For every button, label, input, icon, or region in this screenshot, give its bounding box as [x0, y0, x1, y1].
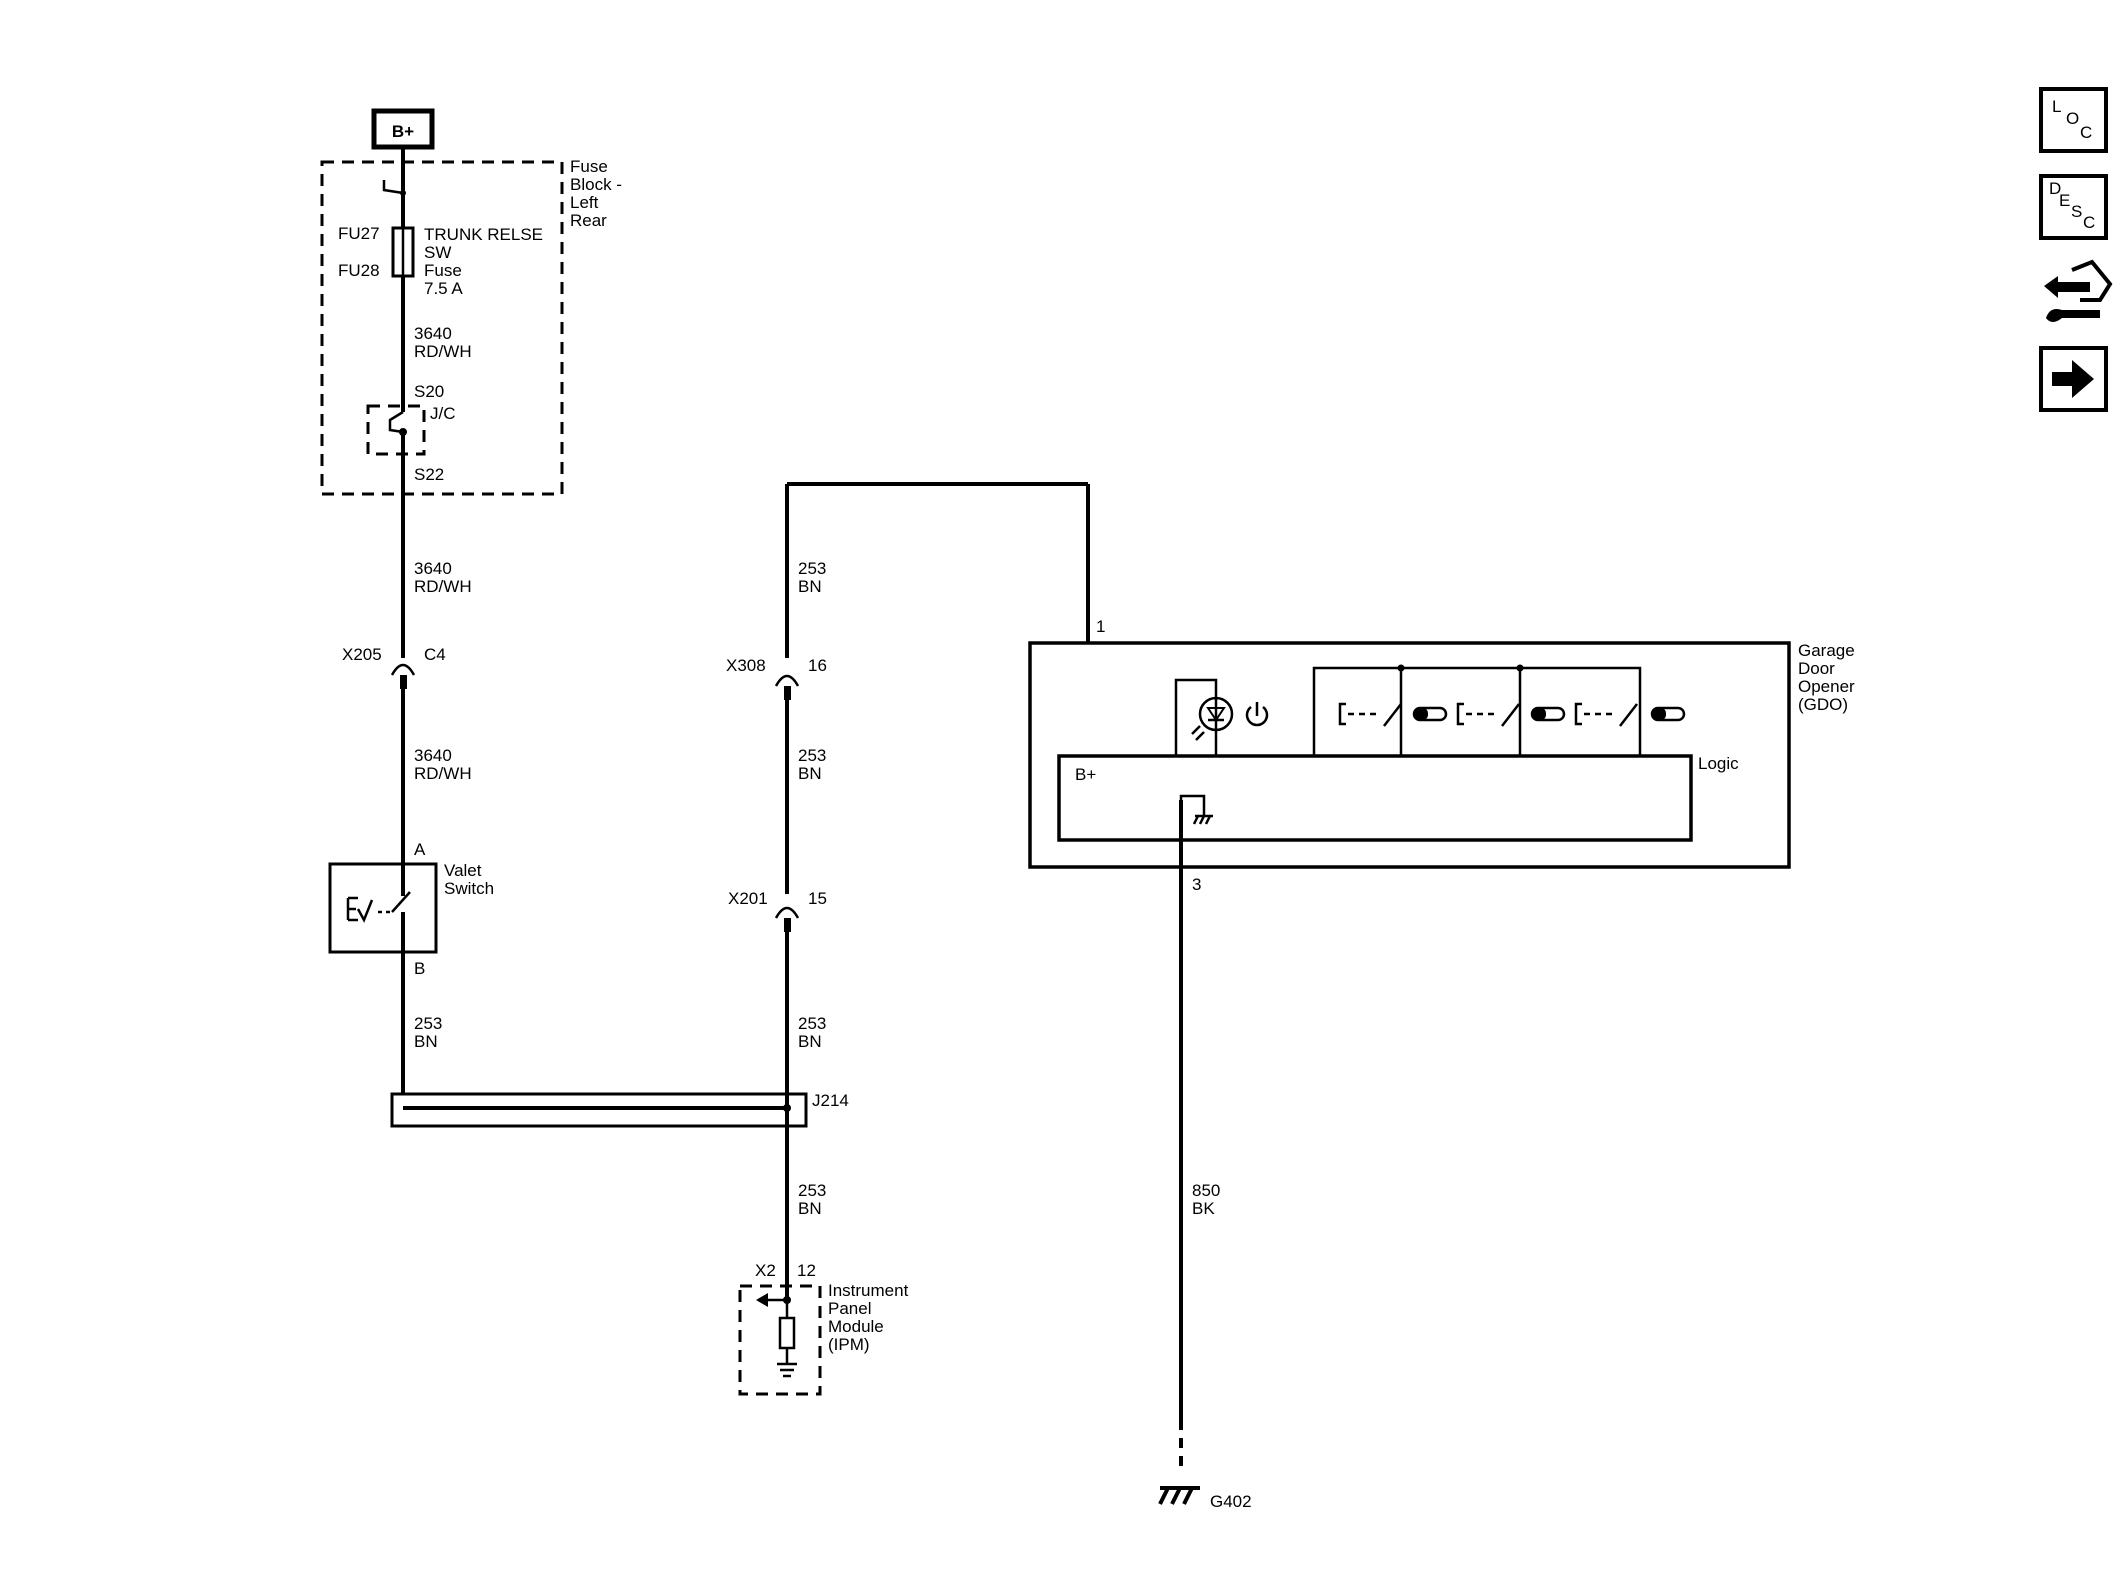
- g402-label: G402: [1210, 1492, 1252, 1511]
- fuse-id-top: FU27: [338, 224, 380, 243]
- wire-253-label-a: 253 BN: [414, 1014, 447, 1051]
- svg-text:D: D: [2049, 179, 2061, 198]
- x2-pin-label: 12: [797, 1261, 816, 1280]
- j214-label: J214: [812, 1091, 849, 1110]
- splice-top-label: S20: [414, 382, 444, 401]
- gdo-b-plus-label: B+: [1075, 765, 1096, 784]
- valet-pin-a-label: A: [414, 840, 426, 859]
- indicator-led: [1174, 678, 1218, 756]
- x201-connector-symbol: [774, 906, 800, 919]
- x205-pin-label: C4: [424, 645, 446, 664]
- ipm-resistor: [778, 1316, 796, 1350]
- valet-switch-label: Valet Switch: [444, 861, 494, 898]
- gdo-button-1: [1338, 664, 1448, 756]
- ipm-module-outline: [738, 1284, 822, 1396]
- wire-3640-label-a: 3640 RD/WH: [414, 324, 472, 361]
- wire-253-label-b: 253 BN: [798, 559, 831, 596]
- gdo-button-2: [1456, 664, 1566, 756]
- valet-switch: [328, 862, 438, 954]
- wire-253-label-e: 253 BN: [798, 1181, 831, 1218]
- svg-text:S: S: [2071, 202, 2082, 221]
- splice-bottom-label: S22: [414, 465, 444, 484]
- svg-text:O: O: [2066, 109, 2079, 128]
- splice-jc-label: J/C: [430, 404, 456, 423]
- wire-3640-label-b: 3640 RD/WH: [414, 559, 472, 596]
- gdo-buttons-bus: [1312, 666, 1642, 756]
- power-icon: [1245, 702, 1269, 727]
- svg-text:E: E: [2059, 191, 2070, 210]
- x205-connector-symbol: [390, 663, 416, 676]
- gdo-logic-label: Logic: [1698, 754, 1739, 773]
- svg-text:L: L: [2052, 97, 2061, 116]
- x201-label: X201: [728, 889, 768, 908]
- wire-253-label-d: 253 BN: [798, 1014, 831, 1051]
- wire-3640-label-c: 3640 RD/WH: [414, 746, 472, 783]
- valet-pin-b-label: B: [414, 959, 425, 978]
- wire-850-label: 850 BK: [1192, 1181, 1225, 1218]
- gdo-pin-3-label: 3: [1192, 875, 1201, 894]
- x308-pin-label: 16: [808, 656, 827, 675]
- gdo-pin-1-label: 1: [1096, 617, 1105, 636]
- next-arrow-icon[interactable]: [2039, 346, 2108, 412]
- x201-pin-label: 15: [808, 889, 827, 908]
- connector-tool-icon[interactable]: [2044, 259, 2113, 322]
- fuse-block-outline: [320, 160, 564, 496]
- gdo-button-3: [1574, 702, 1686, 727]
- wire-253-label-c: 253 BN: [798, 746, 831, 783]
- b-plus-label: B+: [392, 122, 414, 141]
- fuse-block-label: Fuse Block - Left Rear: [570, 157, 627, 230]
- location-icon[interactable]: L O C: [2039, 87, 2108, 153]
- svg-text:C: C: [2083, 213, 2095, 232]
- gdo-logic-box: [1057, 754, 1693, 842]
- svg-text:C: C: [2080, 123, 2092, 142]
- x2-label: X2: [755, 1261, 776, 1280]
- x205-label: X205: [342, 645, 382, 664]
- fuse-id-bottom: FU28: [338, 261, 380, 280]
- junction-connector: [366, 404, 426, 456]
- ipm-label: Instrument Panel Module (IPM): [828, 1281, 913, 1354]
- description-icon[interactable]: D E S C: [2039, 174, 2108, 240]
- gdo-label: Garage Door Opener (GDO): [1798, 641, 1859, 714]
- x308-label: X308: [726, 656, 766, 675]
- ground-g402-symbol: [1158, 1486, 1200, 1505]
- x308-connector-symbol: [774, 674, 800, 687]
- fuse-label: TRUNK RELSE SW Fuse 7.5 A: [424, 225, 548, 298]
